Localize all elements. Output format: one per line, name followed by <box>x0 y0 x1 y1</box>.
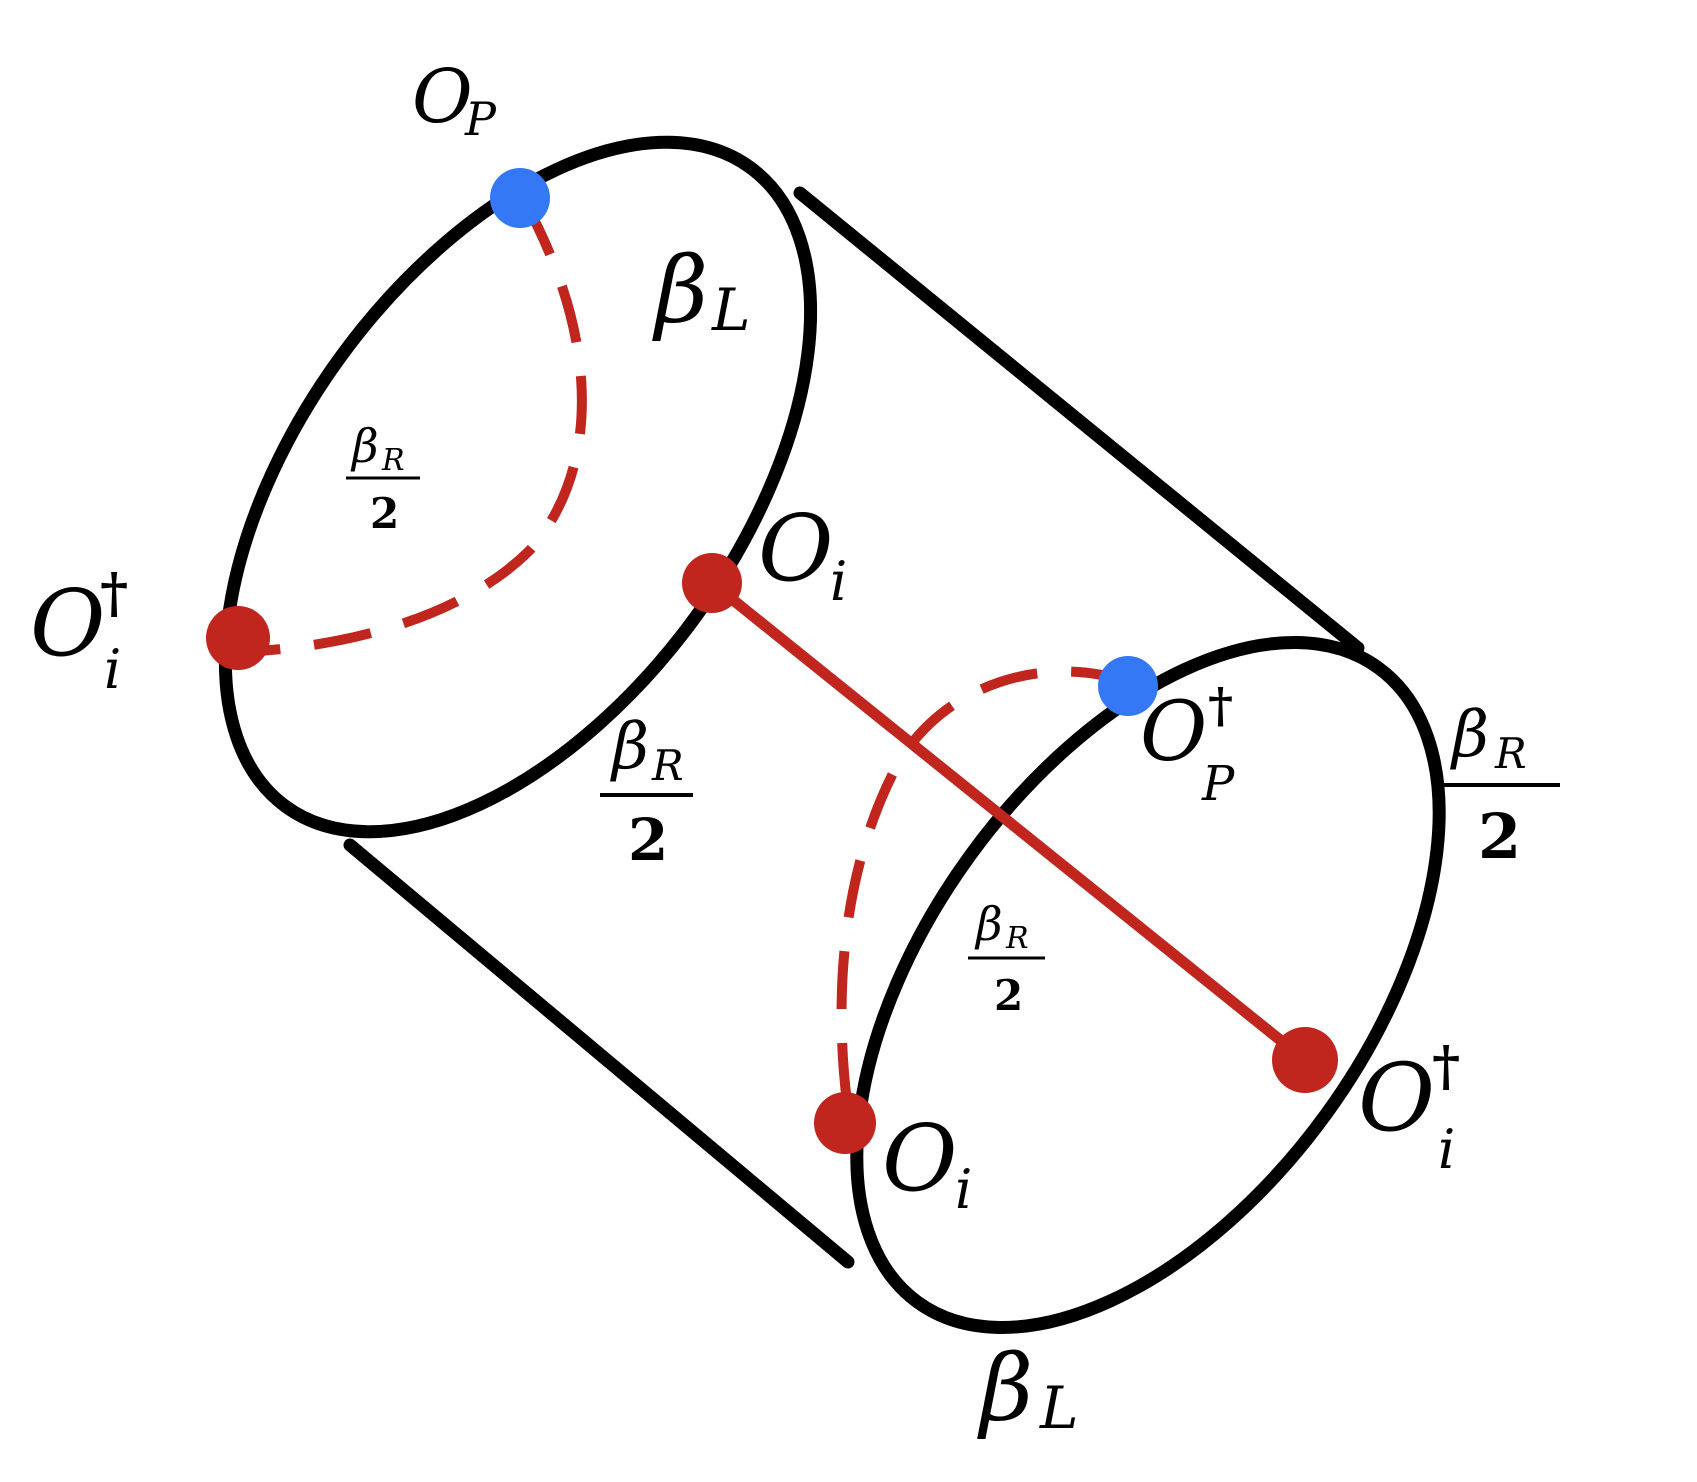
right-dashed-arc <box>836 666 1130 1126</box>
svg-text:β: β <box>974 897 1003 951</box>
label-frac-left: β R 2 <box>346 419 420 538</box>
label-op-i-bottom: O i <box>882 1105 972 1221</box>
label-frac-right-large: β R 2 <box>1440 698 1560 873</box>
op-P-dagger-dot <box>1098 656 1158 716</box>
left-boundary-circle <box>218 135 818 839</box>
svg-text:2: 2 <box>994 971 1023 1020</box>
svg-text:O: O <box>1140 685 1207 780</box>
label-beta-L-top: β L <box>652 237 751 344</box>
svg-text:R: R <box>1005 921 1029 956</box>
right-boundary-circle <box>850 636 1446 1334</box>
left-dashed-arc <box>239 199 587 657</box>
label-op-P-dagger: O † P <box>1140 678 1235 812</box>
op-P-dot <box>490 168 550 228</box>
svg-text:i: i <box>830 550 847 613</box>
svg-text:L: L <box>1039 1374 1079 1442</box>
svg-text:R: R <box>381 443 405 478</box>
svg-text:β: β <box>610 710 649 784</box>
label-op-i-center: O i <box>758 495 847 613</box>
svg-text:2: 2 <box>628 806 668 874</box>
label-beta-L-bottom: β L <box>977 1335 1079 1442</box>
svg-text:†: † <box>100 561 128 625</box>
svg-text:β: β <box>977 1335 1033 1442</box>
svg-text:O: O <box>882 1105 957 1212</box>
svg-text:†: † <box>1208 678 1233 734</box>
svg-text:L: L <box>711 276 751 344</box>
svg-text:i: i <box>1438 1118 1455 1181</box>
label-op-P: O P <box>412 54 497 146</box>
label-frac-middle: β R 2 <box>600 710 693 874</box>
svg-text:β: β <box>1450 698 1489 772</box>
label-op-i-dagger-left: O † i <box>30 561 128 701</box>
cylinder-lower-edge <box>343 838 855 1269</box>
op-i-center-dot <box>682 553 742 613</box>
svg-text:O: O <box>412 54 473 140</box>
op-i-dagger-right-dot <box>1272 1027 1338 1093</box>
svg-text:†: † <box>1432 1034 1460 1098</box>
svg-text:2: 2 <box>1478 800 1521 873</box>
svg-text:β: β <box>350 419 379 473</box>
svg-text:i: i <box>955 1158 972 1221</box>
svg-text:2: 2 <box>370 489 399 538</box>
svg-text:P: P <box>1201 756 1235 812</box>
svg-text:O: O <box>758 495 833 602</box>
svg-text:P: P <box>464 92 497 146</box>
svg-text:O: O <box>30 570 105 677</box>
op-i-dagger-left-dot <box>206 606 270 670</box>
label-frac-right-small: β R 2 <box>968 897 1045 1020</box>
op-i-bottom-dot <box>814 1092 876 1154</box>
correlator-line <box>708 578 1309 1065</box>
label-op-i-dagger-right: O † i <box>1358 1034 1460 1181</box>
cylinder-upper-edge <box>793 186 1365 655</box>
svg-text:i: i <box>104 638 121 701</box>
svg-text:R: R <box>651 741 684 790</box>
svg-text:R: R <box>1494 729 1527 778</box>
svg-text:O: O <box>1358 1044 1435 1153</box>
svg-text:β: β <box>652 237 708 344</box>
